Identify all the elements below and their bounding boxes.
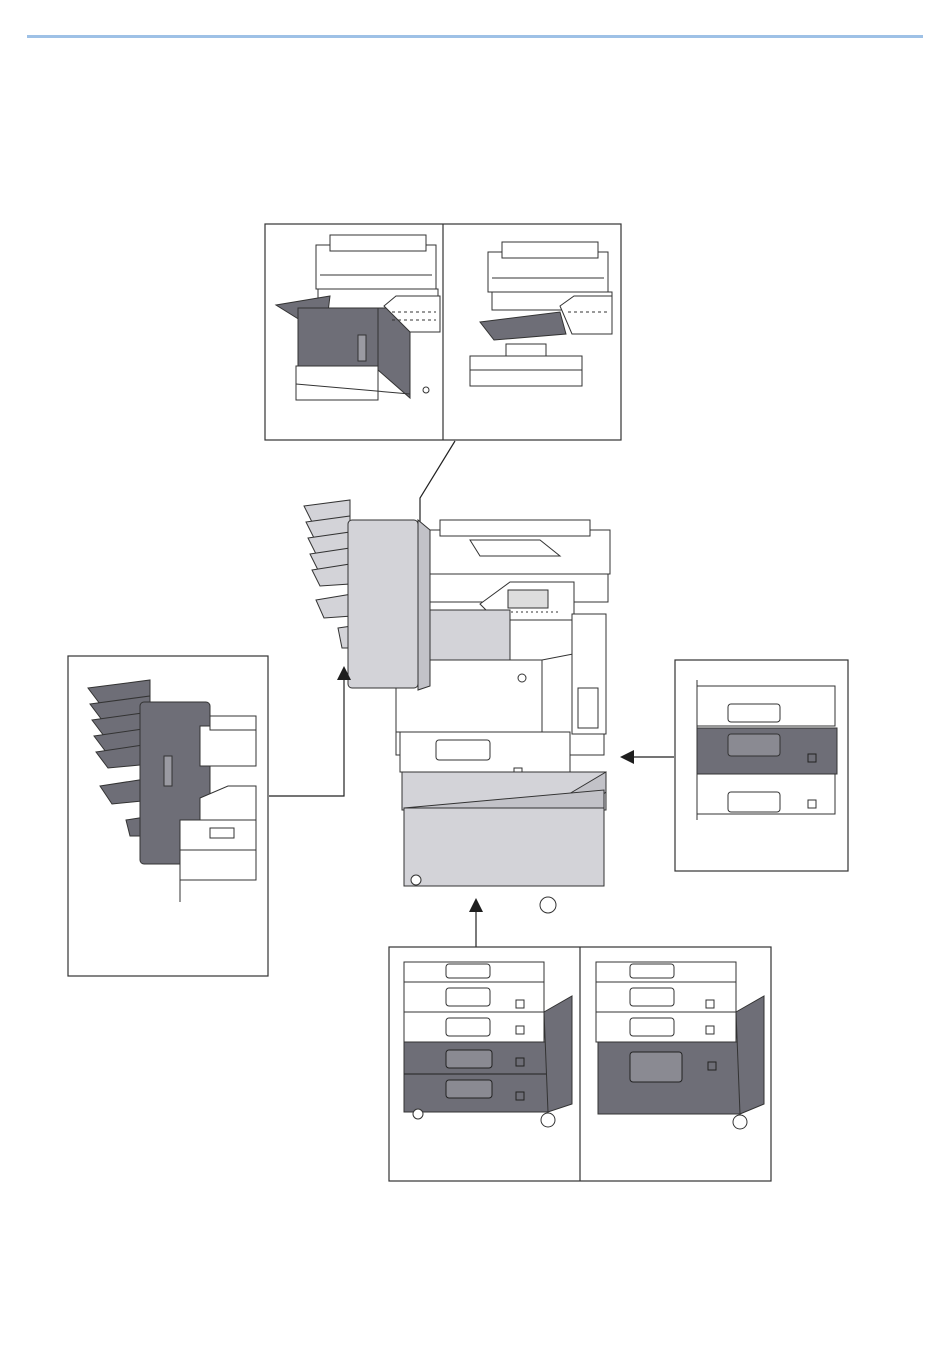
callout-right	[675, 660, 848, 871]
arrow-up-icon	[469, 898, 483, 912]
callout-left	[68, 656, 268, 976]
main-machine	[304, 500, 610, 913]
callout-bottom	[389, 947, 771, 1181]
arrow-left-icon	[620, 750, 634, 764]
mailbox-unit	[304, 500, 430, 690]
cabinet-stand	[404, 808, 604, 886]
connector-left	[269, 680, 344, 796]
callout-top	[265, 224, 621, 440]
